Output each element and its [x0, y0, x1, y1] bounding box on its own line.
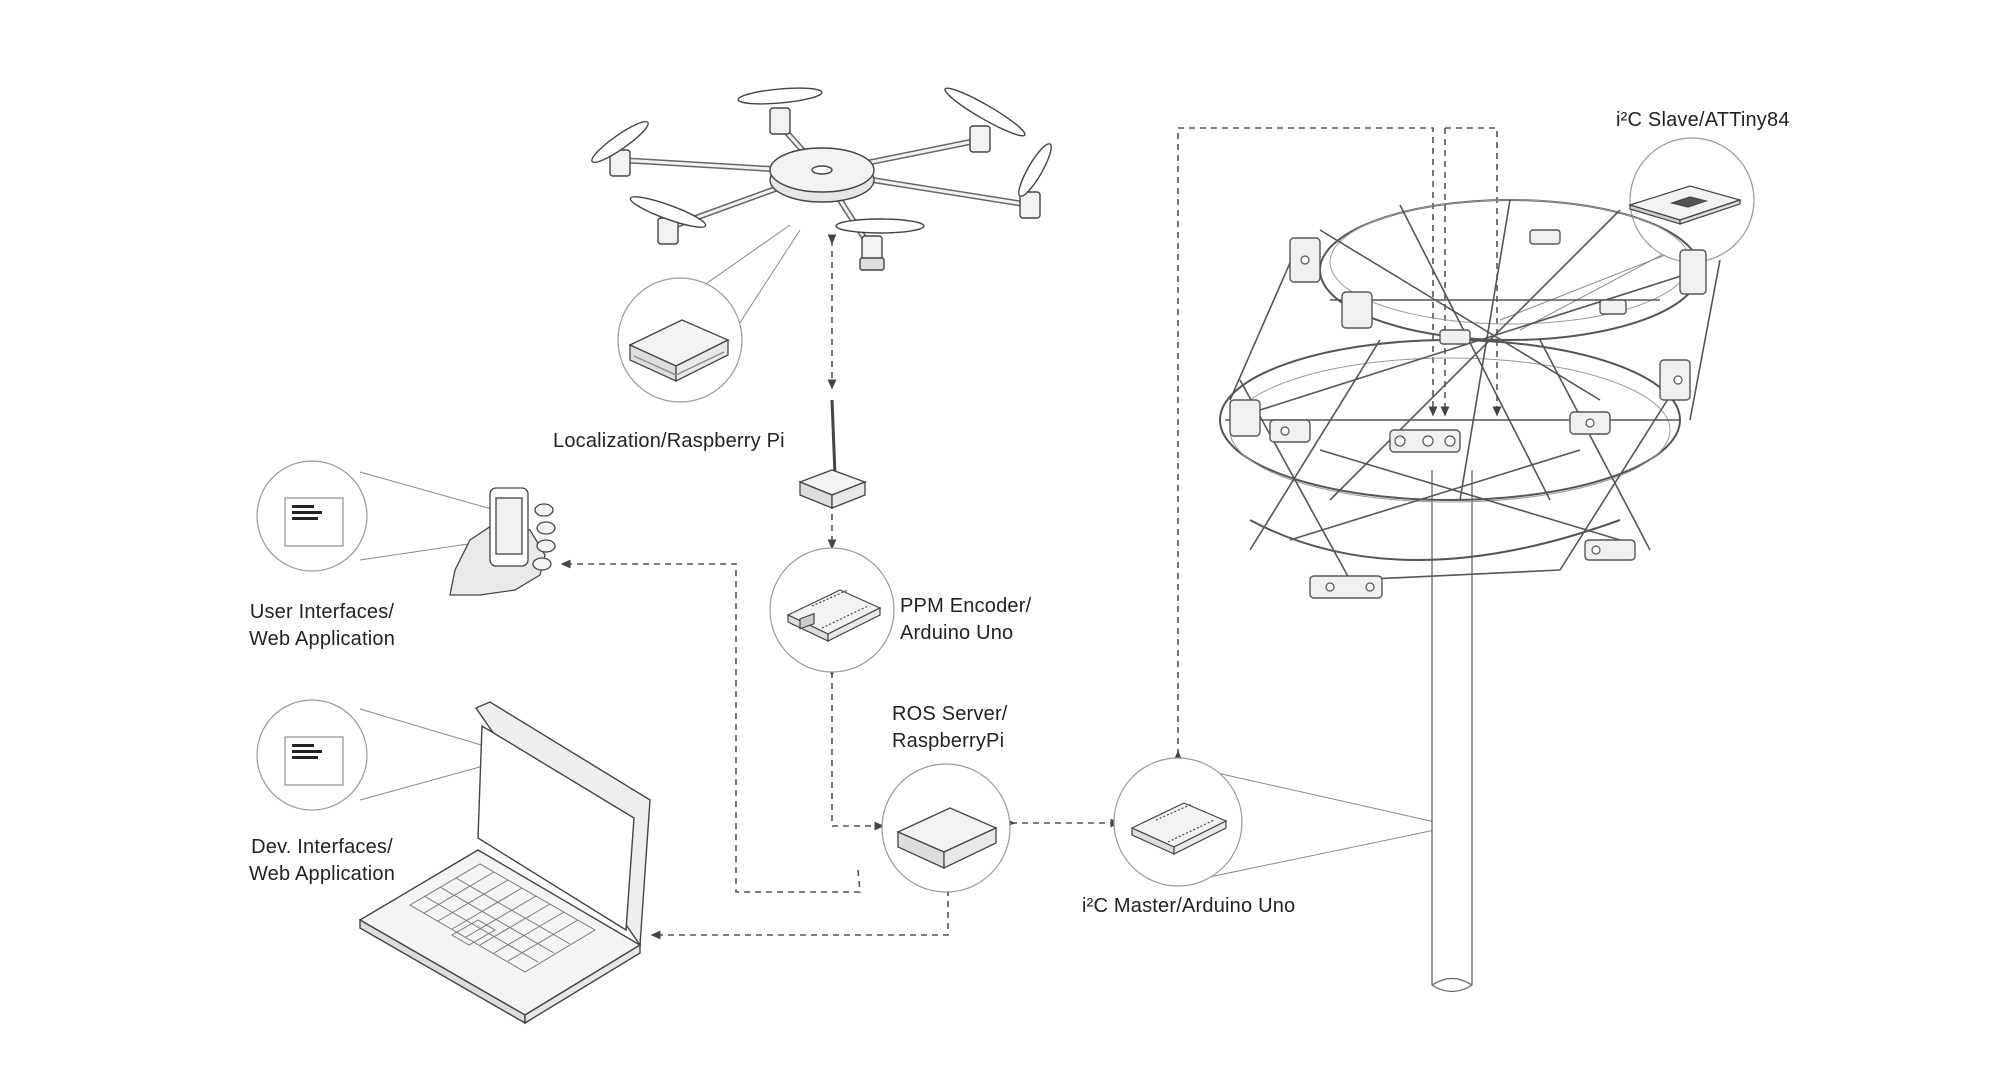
smartphone-in-hand-icon — [449, 487, 556, 596]
attiny-callout — [1627, 137, 1755, 263]
kinetic-structure-icon — [1219, 199, 1721, 599]
raspberry-pi-board-icon — [896, 807, 998, 870]
link-ppm-ros — [827, 666, 885, 831]
label-ros-line2: RaspberryPi — [892, 730, 1005, 752]
label-ros-server: ROS Server/ RaspberryPi — [892, 701, 1008, 755]
label-i2c-slave: i²C Slave/ATTiny84 — [1616, 107, 1790, 134]
link-i2c-structure-2 — [1445, 127, 1502, 417]
arduino-ppm-callout — [769, 547, 895, 673]
label-user-line2: Web Application — [248, 628, 396, 650]
pole — [1431, 470, 1473, 993]
label-ppm-encoder: PPM Encoder/ Arduino Uno — [900, 593, 1031, 647]
laptop-icon — [358, 701, 651, 1025]
label-ros-line1: ROS Server/ — [892, 703, 1008, 725]
label-i2c-slave-text: i²C Slave/ATTiny84 — [1616, 109, 1790, 131]
label-dev-line1: Dev. Interfaces/ — [251, 836, 393, 858]
user-ui-callout — [256, 460, 368, 572]
label-i2c-master: i²C Master/Arduino Uno — [1082, 893, 1295, 920]
label-dev-interfaces: Dev. Interfaces/ Web Application — [232, 834, 412, 888]
arduino-uno-board-icon — [1130, 802, 1228, 855]
radio-transmitter-icon — [798, 399, 867, 509]
link-ros-laptop — [650, 884, 953, 940]
arduino-uno-board-icon — [786, 589, 882, 642]
label-user-interfaces: User Interfaces/ Web Application — [232, 599, 412, 653]
callout-lines — [359, 224, 1691, 881]
dev-ui-callout — [256, 699, 368, 811]
raspberry-pi-localization-callout — [617, 277, 743, 403]
label-ppm-line1: PPM Encoder/ — [900, 595, 1032, 617]
hexacopter-icon — [591, 87, 1052, 271]
label-localization-text: Localization/Raspberry Pi — [553, 430, 785, 452]
label-dev-line2: Web Application — [248, 863, 396, 885]
attiny84-chip-icon — [1627, 185, 1743, 225]
label-i2c-master-text: i²C Master/Arduino Uno — [1082, 895, 1296, 917]
arduino-i2c-master-callout — [1113, 757, 1243, 887]
label-ppm-line2: Arduino Uno — [900, 622, 1014, 644]
label-localization: Localization/Raspberry Pi — [553, 428, 785, 455]
raspberry-pi-board-icon — [628, 319, 730, 383]
raspberry-pi-ros-callout — [881, 763, 1011, 893]
connection-lines — [560, 127, 1502, 940]
label-user-line1: User Interfaces/ — [249, 601, 395, 623]
